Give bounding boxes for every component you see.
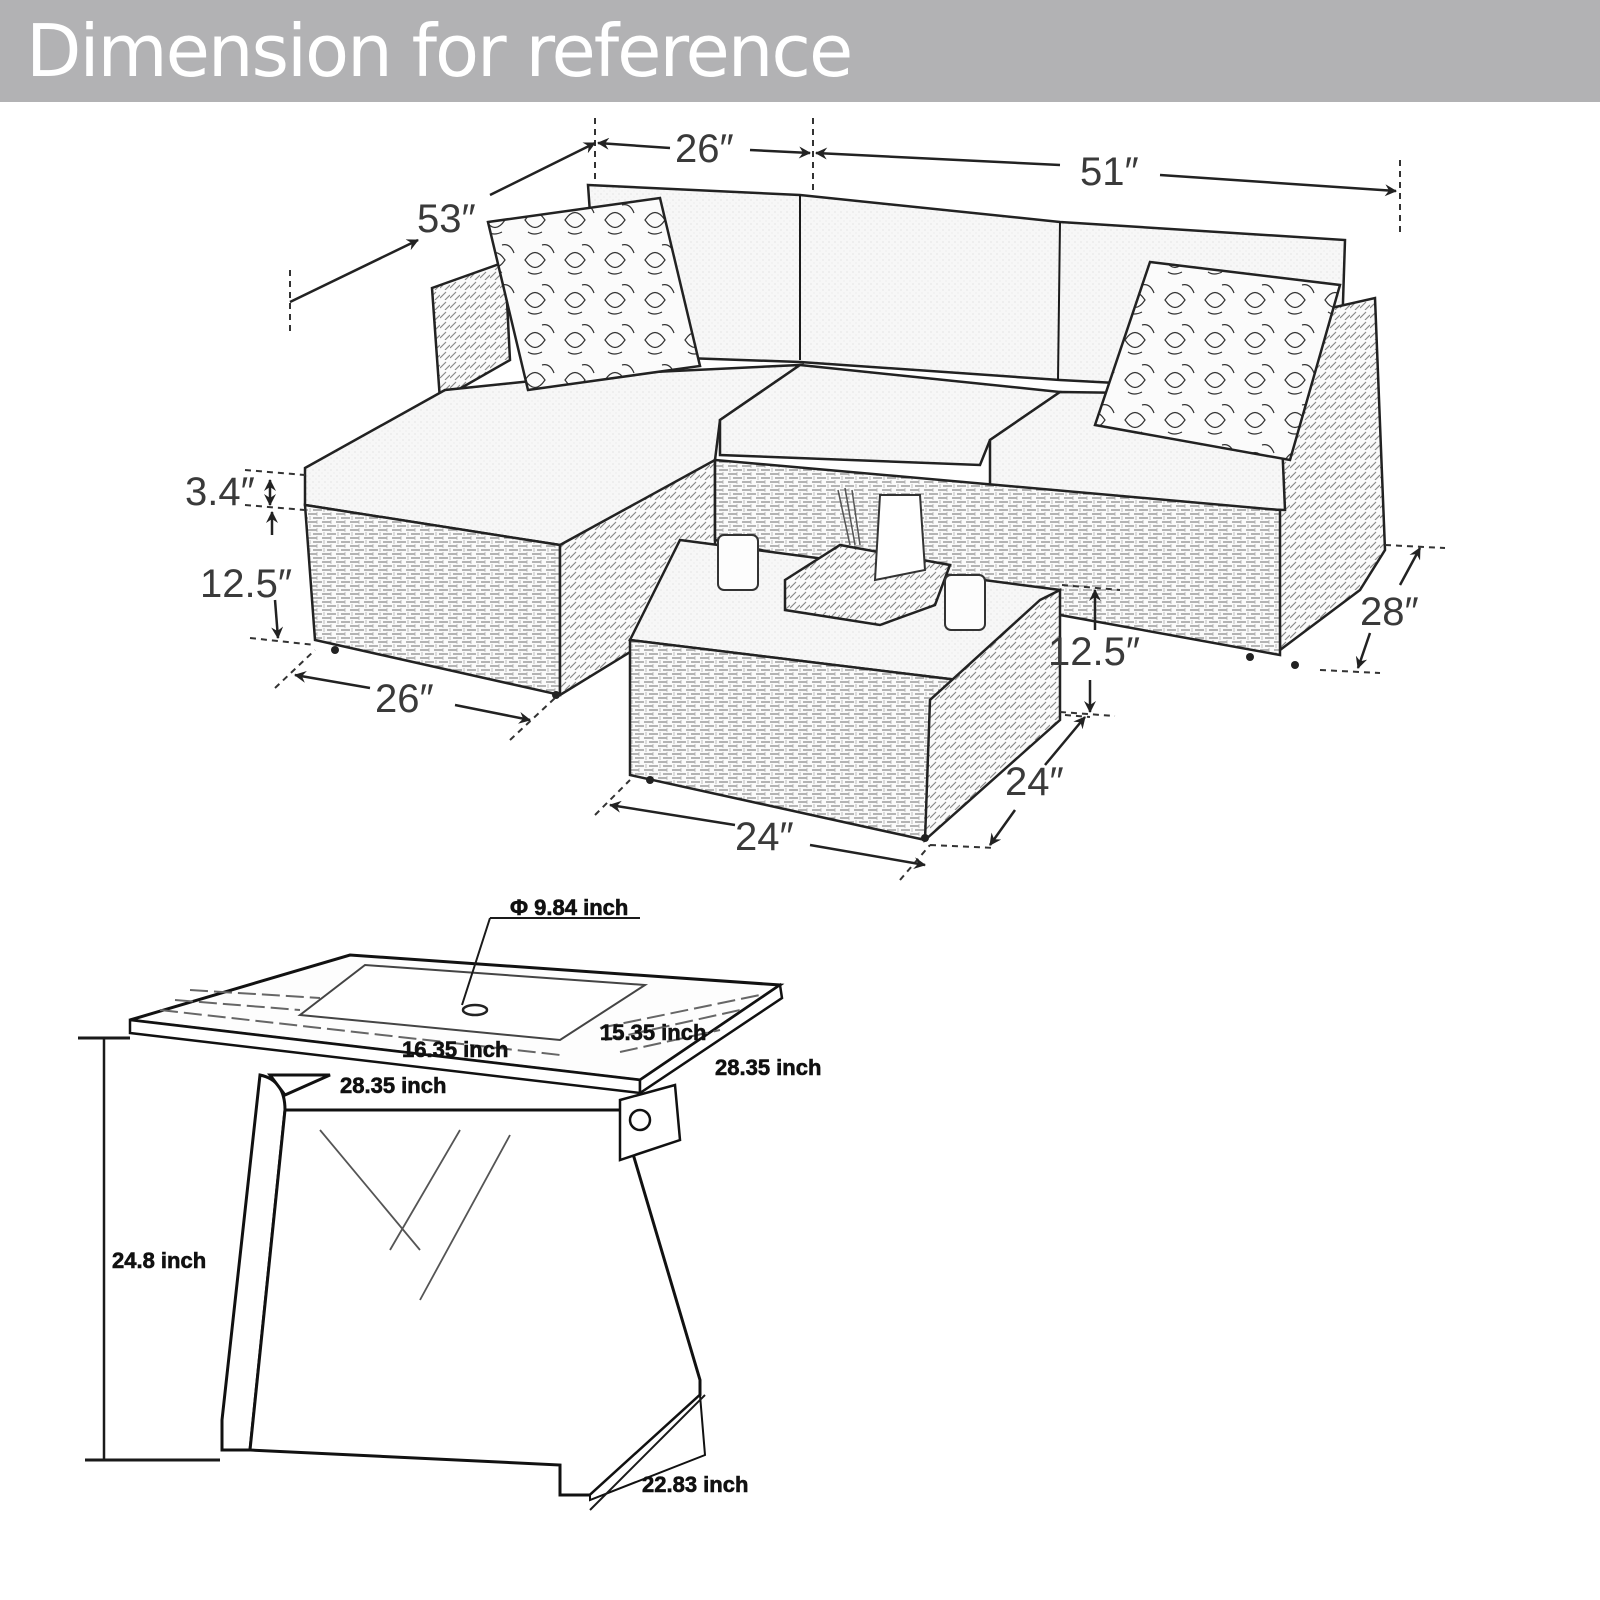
label-burner-width: 16.35 inch <box>402 1037 508 1062</box>
label-burner-depth: 15.35 inch <box>600 1020 706 1045</box>
floral-pillow-left <box>486 196 702 392</box>
sofa-set-illustration <box>303 183 1387 843</box>
page-title: Dimension for reference <box>26 9 853 93</box>
label-total-depth: 53″ <box>417 197 476 241</box>
label-height: 24.8 inch <box>112 1248 206 1273</box>
label-burner-diameter: Φ 9.84 inch <box>510 895 628 920</box>
label-chaise-front-width: 26″ <box>375 677 434 721</box>
fire-table-illustration <box>128 953 785 1502</box>
label-sofa-depth: 28″ <box>1360 590 1419 634</box>
label-chaise-back-width: 26″ <box>675 127 734 171</box>
label-table-height: 12.5″ <box>1048 630 1140 674</box>
fire-table-dimension-labels: Φ 9.84 inch 16.35 inch 15.35 inch 28.35 … <box>112 895 822 1498</box>
label-cushion-thickness: 3.4″ <box>185 470 255 514</box>
sofa-dimension-labels: 53″ 26″ 51″ 3.4″ 12.5″ 26″ 28″ 12.5″ 24″… <box>185 127 1419 859</box>
leaf-pillow-right <box>1093 260 1342 462</box>
label-seat-base-height: 12.5″ <box>200 562 292 606</box>
label-top-width: 28.35 inch <box>340 1073 446 1098</box>
label-base-depth: 22.83 inch <box>642 1472 748 1497</box>
sofa-dimension-lines <box>244 118 1446 881</box>
fire-table-dimension-lines <box>78 917 706 1511</box>
label-sofa-length: 51″ <box>1080 150 1139 194</box>
header-banner: Dimension for reference <box>0 0 1600 102</box>
label-top-depth: 28.35 inch <box>715 1055 821 1080</box>
label-table-depth: 24″ <box>1005 760 1064 804</box>
label-table-width: 24″ <box>735 815 794 859</box>
